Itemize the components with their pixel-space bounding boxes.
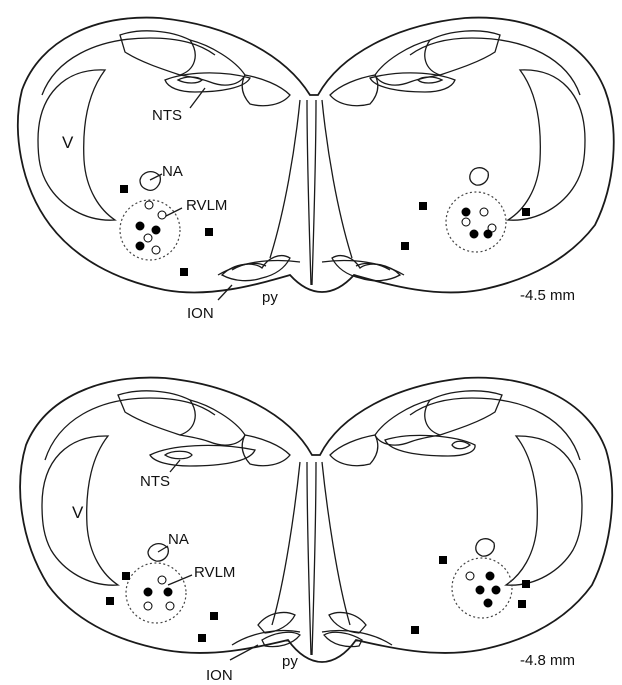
na-right-upper (470, 168, 489, 185)
rvlm-region-left-lower (126, 563, 186, 623)
nts-tract-right-lower (385, 435, 475, 456)
midline-right-upper-2 (307, 100, 311, 285)
na-left-upper (140, 172, 160, 191)
na-leader-lower (158, 546, 168, 552)
ion-right-upper (332, 256, 400, 281)
marker-square (522, 208, 530, 216)
midline-left-lower-2 (312, 462, 316, 655)
marker-square (411, 626, 419, 634)
marker-filled-circle (476, 586, 484, 594)
marker-square (210, 612, 218, 620)
na-left-lower (148, 544, 168, 561)
marker-square (198, 634, 206, 642)
dorsal-structure-left-lower-3 (242, 435, 290, 466)
marker-square (419, 202, 427, 210)
dorsal-structure-right-lower-2 (375, 400, 440, 445)
label-v-upper: V (62, 133, 74, 152)
dorsal-structure-right-upper-2 (375, 40, 440, 85)
dorsal-structure-right-lower-3 (330, 435, 378, 466)
label-rvlm-lower: RVLM (194, 564, 235, 581)
rvlm-leader-lower (168, 575, 192, 585)
marker-filled-circle (152, 226, 160, 234)
ion-leader-upper (218, 285, 232, 300)
nts-tract-left-lower-inner (165, 451, 192, 459)
marker-open-circle (144, 234, 152, 242)
marker-open-circle (480, 208, 488, 216)
dorsal-structure-left-upper-2 (180, 40, 245, 85)
label-v-lower: V (72, 503, 84, 522)
section-upper-inner-outline (42, 38, 215, 95)
dorsal-structure-left-upper (120, 31, 195, 75)
dorsal-structure-right-upper (425, 31, 500, 75)
marker-open-circle (158, 211, 166, 219)
section-upper: NTS V NA RVLM ION py -4.5 mm (18, 18, 614, 322)
marker-filled-circle (470, 230, 478, 238)
label-nts-upper: NTS (152, 107, 182, 124)
marker-square (518, 600, 526, 608)
marker-square (439, 556, 447, 564)
marker-open-circle (145, 201, 153, 209)
nts-tract-right-upper-inner (418, 77, 442, 83)
marker-open-circle (166, 602, 174, 610)
marker-filled-circle (136, 242, 144, 250)
label-na-lower: NA (168, 531, 189, 548)
marker-square (120, 185, 128, 193)
midline-left-upper (270, 100, 300, 258)
section-lower-outline (20, 378, 612, 662)
marker-filled-circle (462, 208, 470, 216)
label-py-lower: py (282, 653, 298, 670)
midline-right-lower (322, 462, 350, 625)
midline-left-upper-2 (312, 100, 316, 285)
midline-left-lower (272, 462, 300, 625)
dorsal-structure-left-lower-2 (180, 400, 245, 445)
section-lower: NTS V NA RVLM ION py -4.8 mm (20, 378, 612, 684)
level-label-upper: -4.5 mm (520, 287, 575, 304)
dorsal-structure-right-lower (425, 391, 502, 435)
midline-right-upper (322, 100, 352, 258)
marker-square (522, 580, 530, 588)
nts-tract-left-upper-inner (178, 77, 202, 83)
label-py-upper: py (262, 289, 278, 306)
marker-open-circle (158, 576, 166, 584)
marker-open-circle (144, 602, 152, 610)
label-na-upper: NA (162, 163, 183, 180)
marker-filled-circle (484, 230, 492, 238)
nts-leader-upper (190, 88, 205, 108)
trigeminal-v-left-upper (38, 70, 115, 220)
na-right-lower (476, 539, 495, 556)
trigeminal-v-right-lower (506, 436, 582, 585)
marker-square (122, 572, 130, 580)
ion-leader-lower (230, 645, 258, 660)
marker-filled-circle (484, 599, 492, 607)
section-upper-inner-outline-right (410, 38, 580, 95)
marker-open-circle (466, 572, 474, 580)
marker-square (180, 268, 188, 276)
marker-square (401, 242, 409, 250)
marker-square (205, 228, 213, 236)
marker-filled-circle (492, 586, 500, 594)
section-lower-inner-outline-right (410, 398, 580, 460)
marker-filled-circle (164, 588, 172, 596)
marker-square (106, 597, 114, 605)
rvlm-region-right-upper (446, 192, 506, 252)
marker-open-circle (462, 218, 470, 226)
marker-filled-circle (486, 572, 494, 580)
label-rvlm-upper: RVLM (186, 197, 227, 214)
marker-filled-circle (144, 588, 152, 596)
label-ion-upper: ION (187, 305, 214, 322)
label-nts-lower: NTS (140, 473, 170, 490)
ion-left-lower (258, 612, 295, 633)
level-label-lower: -4.8 mm (520, 652, 575, 669)
label-ion-lower: ION (206, 667, 233, 684)
marker-filled-circle (136, 222, 144, 230)
marker-open-circle (152, 246, 160, 254)
midline-right-lower-2 (307, 462, 311, 655)
trigeminal-v-right-upper (508, 70, 585, 220)
